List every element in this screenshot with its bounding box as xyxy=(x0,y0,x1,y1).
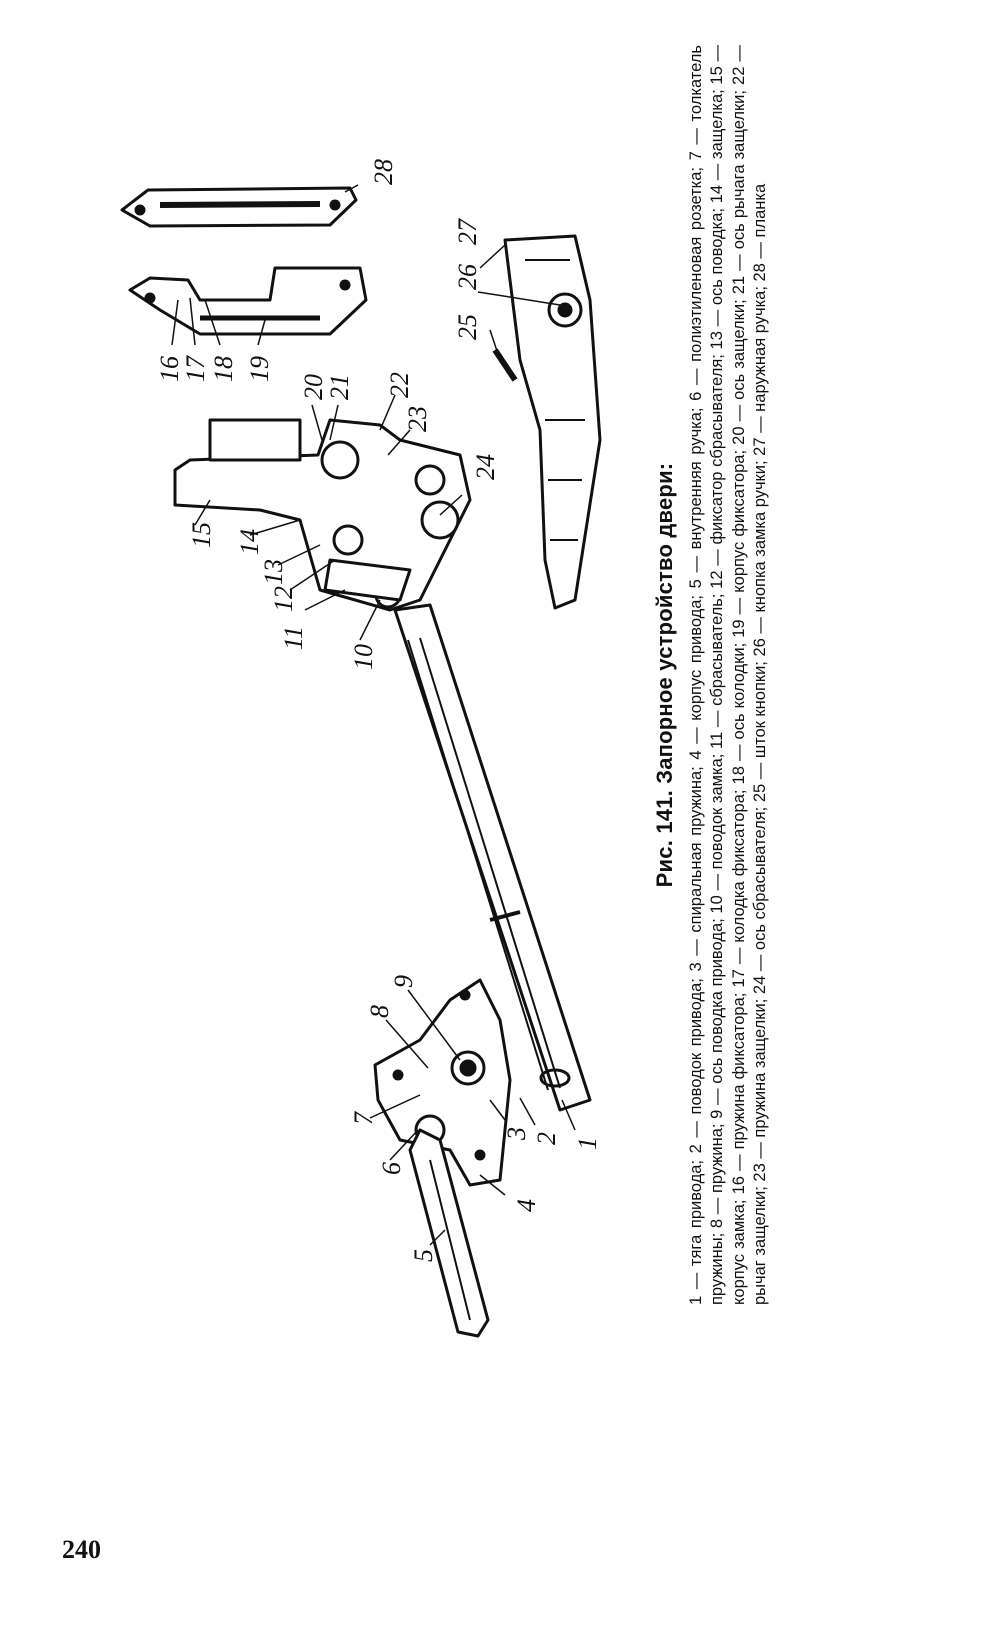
part-label-13: 13 xyxy=(259,559,288,585)
plate-part-28 xyxy=(120,186,358,228)
part-label-3: 3 xyxy=(502,1127,531,1141)
drive-housing-part-4 xyxy=(373,978,512,1187)
part-label-27: 27 xyxy=(453,218,482,245)
part-number-labels: 28 16 17 18 19 20 21 22 23 25 26 27 24 1… xyxy=(155,159,602,1262)
lock-case-part-15 xyxy=(173,418,472,612)
part-label-25: 25 xyxy=(453,314,482,340)
part-label-15: 15 xyxy=(187,522,216,548)
part-label-16: 16 xyxy=(155,356,184,382)
part-label-11: 11 xyxy=(279,626,308,650)
part-label-2: 2 xyxy=(532,1132,561,1145)
part-label-7: 7 xyxy=(349,1111,378,1125)
figure-title: Рис. 141. Запорное устройство двери: xyxy=(652,462,677,888)
page-number: 240 xyxy=(62,1535,101,1564)
part-label-23: 23 xyxy=(403,406,432,432)
part-label-20: 20 xyxy=(299,374,328,400)
part-label-8: 8 xyxy=(365,1005,394,1018)
part-label-14: 14 xyxy=(235,529,264,555)
part-label-6: 6 xyxy=(377,1162,406,1175)
drive-rod-part-1 xyxy=(393,603,592,1112)
part-label-28: 28 xyxy=(369,159,398,185)
part-label-22: 22 xyxy=(385,372,414,398)
part-label-12: 12 xyxy=(269,586,298,612)
part-label-21: 21 xyxy=(325,374,354,400)
figure-caption: Рис. 141. Запорное устройство двери: 1 —… xyxy=(652,45,772,1305)
part-label-5: 5 xyxy=(409,1249,438,1262)
part-label-26: 26 xyxy=(453,264,482,290)
part-label-1: 1 xyxy=(573,1137,602,1150)
latch-body-part-19 xyxy=(128,266,368,336)
outer-handle-part-27 xyxy=(492,234,602,610)
part-label-18: 18 xyxy=(209,356,238,382)
part-label-10: 10 xyxy=(349,644,378,670)
part-label-19: 19 xyxy=(245,356,274,382)
leader-lines xyxy=(171,184,576,1246)
part-label-17: 17 xyxy=(181,355,210,382)
part-label-24: 24 xyxy=(471,454,500,480)
part-label-4: 4 xyxy=(512,1199,541,1212)
inner-handle-part-5 xyxy=(408,1128,490,1338)
figure-legend: 1 — тяга привода; 2 — поводок привода; 3… xyxy=(687,45,770,1305)
part-label-9: 9 xyxy=(389,975,418,988)
